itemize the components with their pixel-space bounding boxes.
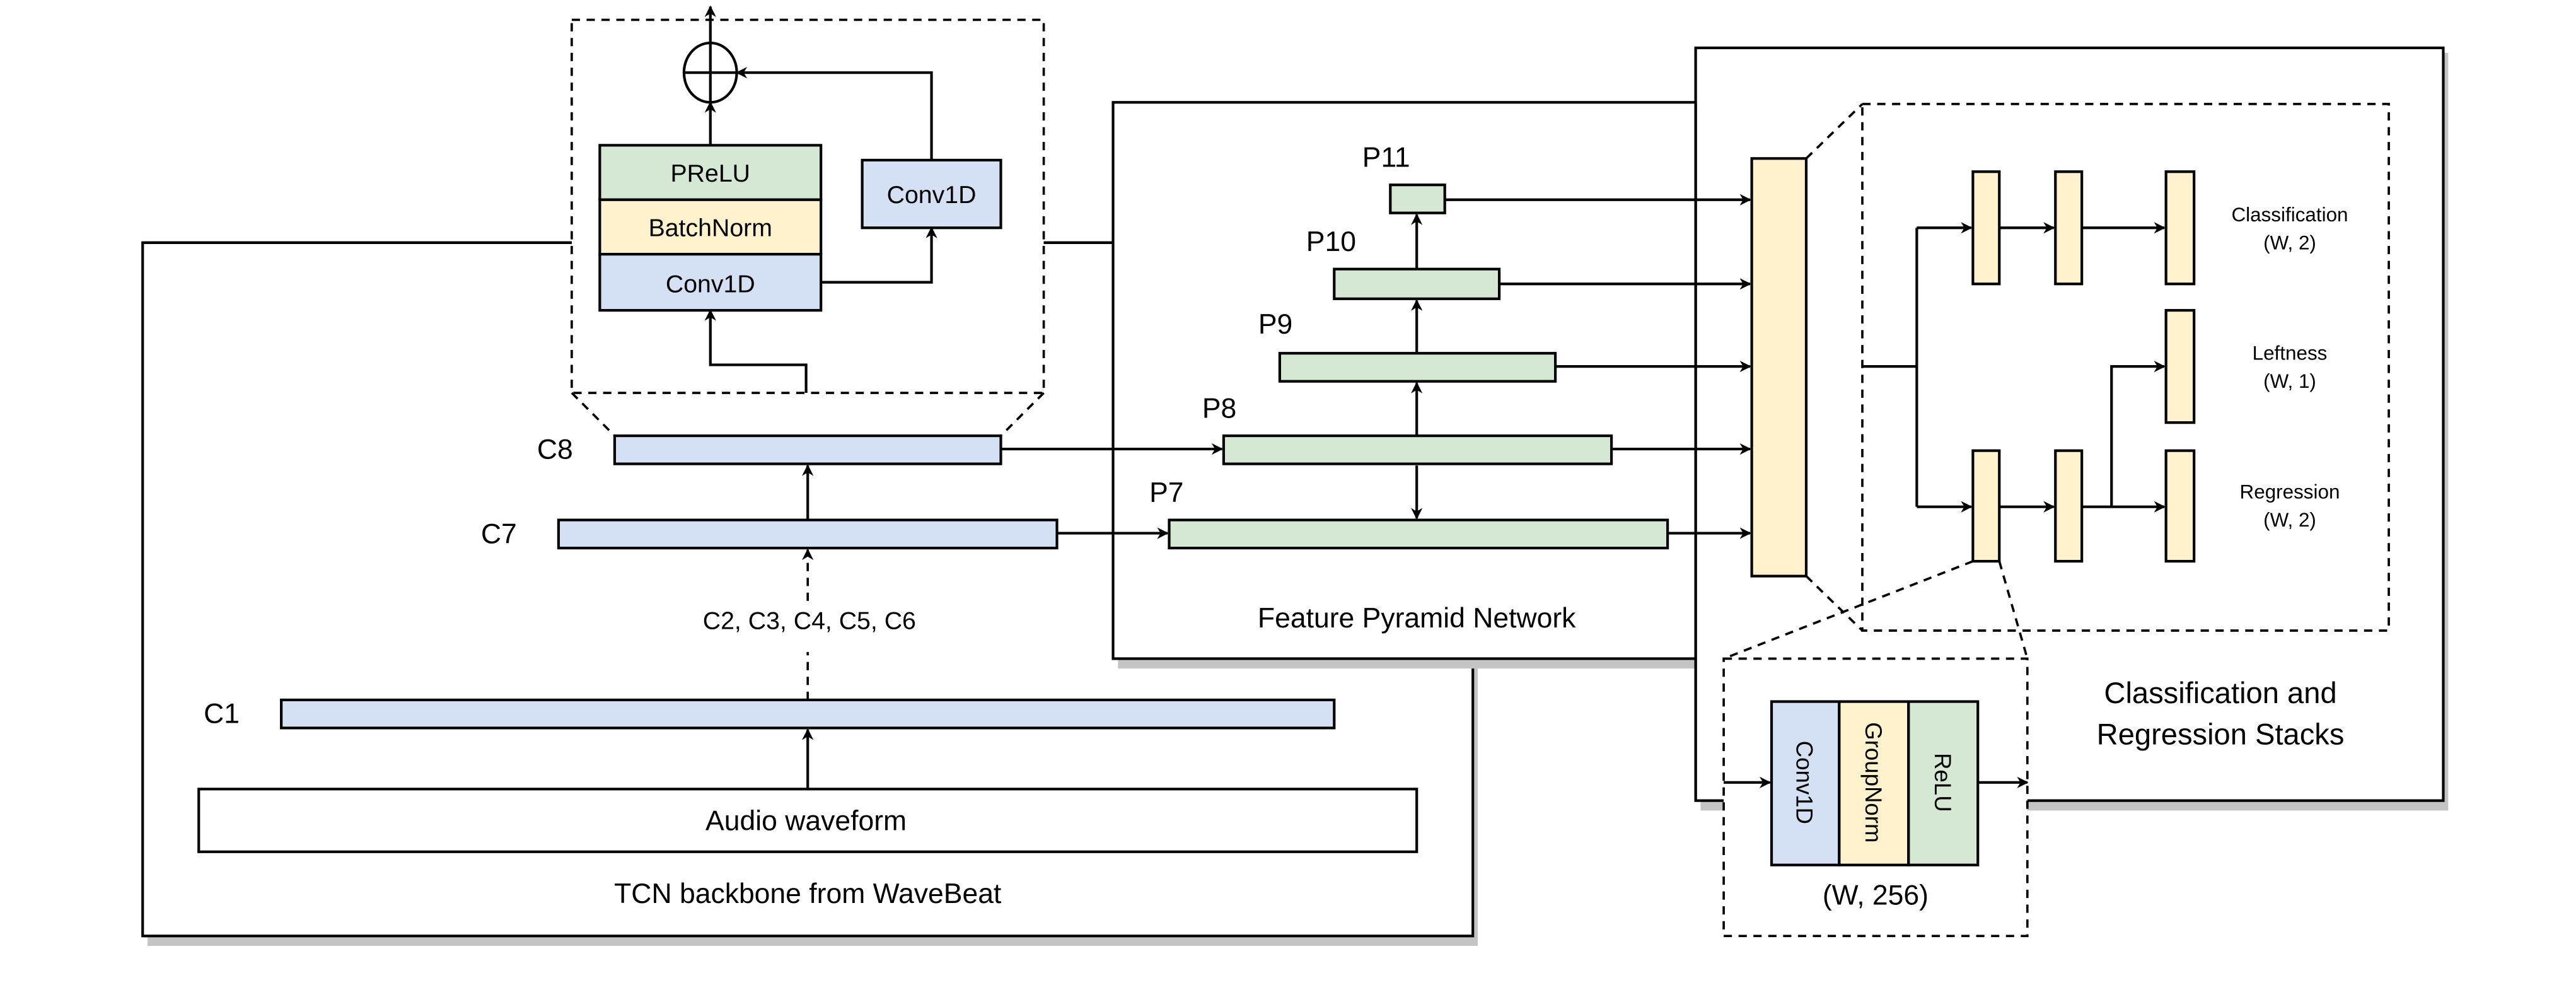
- tcn-block-callout-frame: [571, 18, 1045, 394]
- add-circle-icon: [682, 41, 738, 104]
- conv1d-label: Conv1D: [666, 270, 755, 298]
- callout-connector-right: [1000, 392, 1045, 437]
- arrow-residual-to-add: [735, 67, 933, 160]
- head-groupnorm-layer: [1838, 700, 1910, 866]
- cls-output-bar: [2164, 170, 2196, 286]
- level-p9: [1278, 352, 1557, 383]
- cls-bar-2: [2054, 170, 2084, 286]
- layer-c8: [613, 434, 1002, 465]
- arrow-input-to-conv: [704, 309, 808, 393]
- fpn-panel-title: Feature Pyramid Network: [1258, 603, 1576, 634]
- prelu-layer: [598, 144, 823, 201]
- level-p7-label: P7: [1149, 477, 1183, 508]
- callout-connector-left: [571, 392, 616, 437]
- layer-c7: [557, 518, 1059, 550]
- output-classification-name: Classification: [2231, 204, 2348, 226]
- level-p10-label: P10: [1306, 226, 1356, 257]
- audio-waveform-input: [197, 788, 1419, 853]
- reg-bar-2: [2054, 449, 2084, 563]
- tcn-panel-title: TCN backbone from WaveBeat: [614, 878, 1002, 909]
- merged-features-bar: [1750, 157, 1808, 578]
- output-regression-shape: (W, 2): [2263, 509, 2316, 531]
- level-p11: [1389, 184, 1446, 214]
- branch-line: [1862, 228, 1918, 507]
- arrow-conv-to-residual: [821, 226, 937, 284]
- audio-waveform-label: Audio waveform: [705, 806, 907, 837]
- reg-output-bar: [2164, 449, 2196, 563]
- head-conv1d-label: Conv1D: [1791, 741, 1817, 824]
- leftness-output-bar: [2164, 309, 2196, 424]
- heads-callout-connector-bottom: [1805, 575, 1864, 632]
- head-relu-label: ReLU: [1930, 753, 1956, 812]
- head-block-shape: (W, 256): [1823, 880, 1929, 911]
- arrow-reg-2-to-leftness: [2110, 360, 2166, 507]
- head-groupnorm-label: GroupNorm: [1860, 722, 1886, 842]
- level-p8: [1222, 434, 1613, 465]
- layer-c1: [280, 698, 1336, 730]
- batchnorm-label: BatchNorm: [649, 214, 772, 242]
- level-p9-label: P9: [1258, 309, 1292, 340]
- layer-c8-label: C8: [537, 434, 573, 465]
- head-callout-connector-right: [1998, 561, 2029, 660]
- level-p11-label: P11: [1362, 142, 1410, 173]
- output-regression-name: Regression: [2240, 481, 2340, 503]
- head-block-callout-frame: [1722, 657, 2029, 938]
- heads-callout-connector-top: [1805, 103, 1864, 160]
- reg-bar-1: [1971, 449, 2001, 563]
- layer-c1-label: C1: [204, 699, 240, 730]
- level-p10: [1333, 267, 1501, 300]
- layer-c7-label: C7: [481, 518, 517, 549]
- cls-bar-1: [1971, 170, 2001, 286]
- level-p8-label: P8: [1202, 393, 1236, 424]
- skipped-layers-label: C2, C3, C4, C5, C6: [703, 607, 916, 634]
- heads-panel-title-line2: Regression Stacks: [2097, 718, 2345, 751]
- head-conv1d-layer: [1770, 700, 1841, 866]
- output-classification-shape: (W, 2): [2263, 231, 2316, 253]
- head-callout-connector-left: [1723, 560, 1974, 660]
- heads-panel-title-line1: Classification and: [2104, 676, 2336, 709]
- output-leftness-shape: (W, 1): [2263, 370, 2316, 392]
- residual-conv1d-label: Conv1D: [887, 181, 977, 209]
- level-p7: [1168, 518, 1669, 550]
- prelu-label: PReLU: [671, 160, 751, 187]
- output-leftness-name: Leftness: [2253, 342, 2328, 364]
